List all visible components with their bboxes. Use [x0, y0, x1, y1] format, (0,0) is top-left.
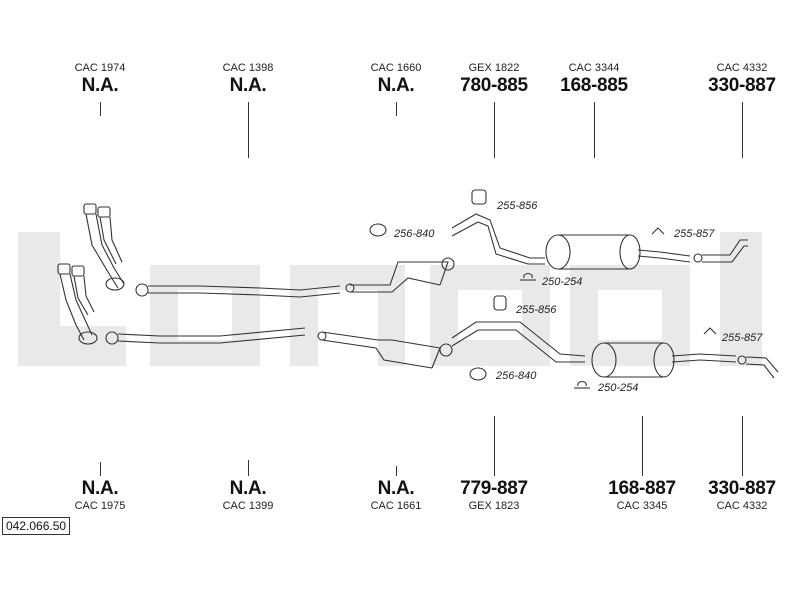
part-number: 330-887 [708, 478, 776, 499]
leader-line [494, 102, 495, 158]
part-number: N.A. [229, 75, 267, 96]
part-number: N.A. [81, 75, 119, 96]
part-code: GEX 1822 [468, 62, 520, 74]
tail-pipe-upper [693, 239, 748, 263]
part-number: 779-887 [460, 478, 528, 499]
part-code: CAC 4332 [716, 62, 768, 74]
ref-number: 256-840 [394, 228, 435, 240]
top-label-2: CAC 1398 N.A. [198, 62, 298, 97]
leader-line [642, 416, 643, 476]
part-number: N.A. [81, 478, 119, 499]
part-code: CAC 4332 [716, 500, 768, 512]
leader-line [494, 416, 495, 476]
part-code: CAC 1399 [222, 500, 274, 512]
ref-number: 255-856 [516, 304, 557, 316]
leader-line [396, 102, 397, 116]
ref-number: 255-857 [722, 332, 763, 344]
rear-muffler-lower [591, 342, 737, 378]
part-code: CAC 3344 [568, 62, 620, 74]
clamp-lower [469, 327, 717, 389]
part-number: N.A. [229, 478, 267, 499]
bottom-label-4: 779-887 GEX 1823 [444, 478, 544, 513]
part-code: CAC 1660 [370, 62, 422, 74]
leader-line [248, 102, 249, 158]
leader-line [100, 462, 101, 476]
document-number: 042.066.50 [2, 517, 71, 535]
leader-line [248, 460, 249, 476]
center-muffler-upper [345, 257, 455, 293]
exhaust-manifold-upper [83, 203, 125, 291]
rear-muffler-upper [545, 234, 691, 270]
intermediate-pipe-upper [451, 189, 545, 265]
bottom-label-2: N.A. CAC 1399 [198, 478, 298, 513]
leader-line [100, 102, 101, 116]
part-code: GEX 1823 [468, 500, 520, 512]
exhaust-manifold-lower [57, 263, 98, 345]
intermediate-pipe-lower [451, 295, 586, 363]
leader-line [742, 416, 743, 476]
part-code: CAC 1661 [370, 500, 422, 512]
bottom-label-6: 330-887 CAC 4332 [692, 478, 792, 513]
bottom-label-1: N.A. CAC 1975 [50, 478, 150, 513]
clamp-upper [369, 223, 665, 281]
part-number: 168-887 [608, 478, 676, 499]
part-number: N.A. [377, 478, 415, 499]
leader-line [742, 102, 743, 158]
ref-number: 250-254 [542, 276, 583, 288]
bottom-label-3: N.A. CAC 1661 [346, 478, 446, 513]
part-code: CAC 3345 [616, 500, 668, 512]
top-label-1: CAC 1974 N.A. [50, 62, 150, 97]
ref-number: 250-254 [598, 382, 639, 394]
part-number: N.A. [377, 75, 415, 96]
tail-pipe-lower [737, 355, 779, 379]
center-muffler-lower [317, 331, 453, 369]
top-label-6: CAC 4332 330-887 [692, 62, 792, 97]
part-code: CAC 1974 [74, 62, 126, 74]
ref-number: 256-840 [496, 370, 537, 382]
part-number: 330-887 [708, 75, 776, 96]
top-label-3: CAC 1660 N.A. [346, 62, 446, 97]
part-number: 780-885 [460, 75, 528, 96]
ref-number: 255-856 [497, 200, 538, 212]
part-number: 168-885 [560, 75, 628, 96]
ref-number: 255-857 [674, 228, 715, 240]
front-pipe-upper [135, 283, 341, 298]
leader-line [594, 102, 595, 158]
part-code: CAC 1975 [74, 500, 126, 512]
leader-line [396, 466, 397, 476]
part-code: CAC 1398 [222, 62, 274, 74]
top-label-5: CAC 3344 168-885 [544, 62, 644, 97]
front-pipe-lower [105, 327, 306, 345]
top-label-4: GEX 1822 780-885 [444, 62, 544, 97]
bottom-label-5: 168-887 CAC 3345 [592, 478, 692, 513]
